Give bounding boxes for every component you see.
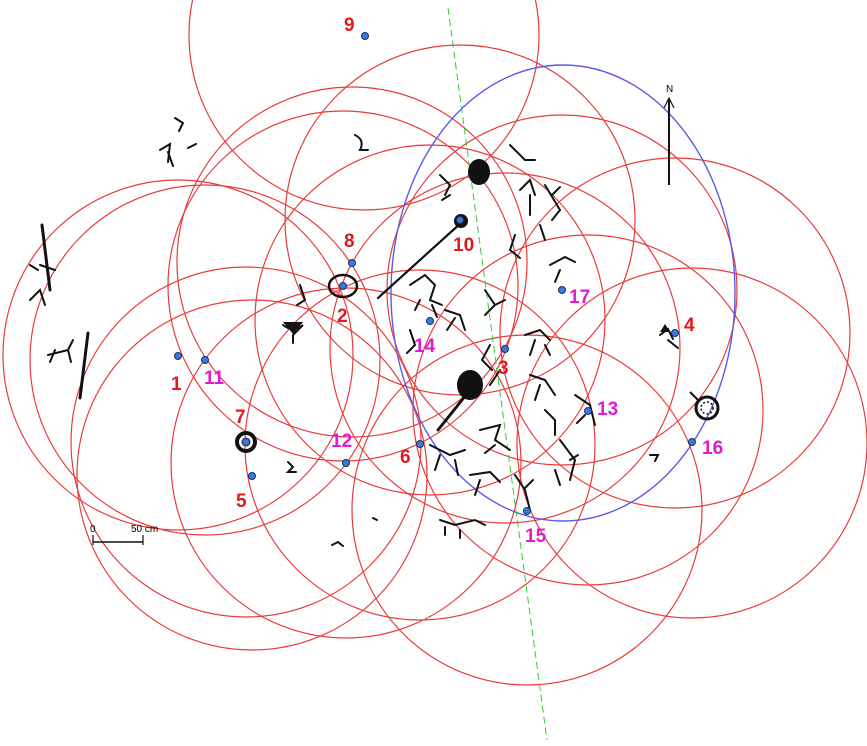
circle-station-5 xyxy=(76,299,428,651)
station-label-6: 6 xyxy=(400,447,411,468)
glyph-dot xyxy=(372,517,378,521)
station-marker-16 xyxy=(688,438,696,446)
glyph-figure-c14 xyxy=(469,470,501,496)
station-label-12: 12 xyxy=(331,431,352,452)
circle-station-1 xyxy=(2,179,354,531)
glyph-squiggle xyxy=(285,461,297,473)
station-label-4: 4 xyxy=(684,315,695,336)
circle-station-10 xyxy=(284,44,636,396)
ring-glyphs xyxy=(235,273,720,453)
glyph-figure-c20 xyxy=(406,329,417,354)
glyph-figure-c17 xyxy=(554,439,579,486)
station-label-7: 7 xyxy=(235,407,246,428)
circle-station-14 xyxy=(254,144,606,496)
glyph-figure-c13 xyxy=(429,444,466,476)
glyph-ladder-strip xyxy=(40,223,52,292)
station-marker-12 xyxy=(342,459,350,467)
glyph-figure-c3 xyxy=(439,174,452,201)
station-label-10: 10 xyxy=(453,235,474,256)
glyph-fork xyxy=(39,264,56,271)
glyph-blob-center xyxy=(457,370,483,400)
station-label-3: 3 xyxy=(498,358,509,379)
station-marker-11 xyxy=(201,356,209,364)
circle-station-9 xyxy=(188,0,540,211)
glyph-right-small xyxy=(649,454,660,462)
glyph-figure-c16 xyxy=(514,474,534,511)
station-circles xyxy=(2,0,867,686)
glyph-figure-upper xyxy=(159,117,197,167)
glyph-tick xyxy=(331,540,344,547)
glyph-figure-c15 xyxy=(439,518,486,539)
station-label-15: 15 xyxy=(525,526,547,547)
glyph-figure-c8 xyxy=(549,255,576,283)
scale-length-label: 50 cm xyxy=(131,524,158,535)
glyph-figure-c10 xyxy=(480,344,501,386)
station-marker-13 xyxy=(584,407,592,415)
station-label-11: 11 xyxy=(204,368,225,389)
station-marker-10 xyxy=(456,216,464,224)
circle-station-3 xyxy=(329,172,681,524)
glyph-figure-c9 xyxy=(524,328,551,356)
station-marker-3 xyxy=(501,345,509,353)
station-marker-2 xyxy=(339,282,347,290)
station-label-1: 1 xyxy=(171,374,182,395)
circle-station-4 xyxy=(499,157,851,509)
ring-glyph-7 xyxy=(235,431,257,453)
north-arrow-head xyxy=(663,96,675,109)
highlight-circle xyxy=(390,64,736,522)
station-marker-15 xyxy=(523,507,531,515)
ring-glyph-2 xyxy=(327,273,359,299)
glyph-arrowhead-left xyxy=(283,322,303,334)
station-marker-4 xyxy=(671,329,679,337)
station-marker-17 xyxy=(558,286,566,294)
circle-station-11 xyxy=(29,184,381,536)
circle-station-8 xyxy=(176,86,528,438)
glyph-figure-c7 xyxy=(508,234,521,259)
station-label-13: 13 xyxy=(597,399,618,420)
ring-glyph-16-inner xyxy=(700,401,714,415)
station-label-5: 5 xyxy=(236,491,247,512)
station-label-14: 14 xyxy=(414,336,436,357)
petroglyph-engravings xyxy=(29,117,679,547)
station-label-9: 9 xyxy=(344,15,355,36)
glyph-figure-c5 xyxy=(509,144,536,216)
ring-glyph-16-tail xyxy=(689,391,699,401)
station-label-2: 2 xyxy=(337,306,348,327)
station-label-17: 17 xyxy=(569,287,590,308)
ring-glyph-16 xyxy=(694,395,720,421)
circle-station-16 xyxy=(516,267,867,619)
scale-zero-label: 0 xyxy=(90,524,96,535)
glyph-figure-c2 xyxy=(444,309,466,331)
station-marker-1 xyxy=(174,352,182,360)
glyph-hook xyxy=(354,134,369,151)
scale-bar: 0 50 cm xyxy=(90,524,158,545)
glyph-blob-top xyxy=(468,159,490,185)
glyph-figure-c19 xyxy=(544,409,556,436)
glyph-figure-c4 xyxy=(484,289,506,316)
station-marker-8 xyxy=(348,259,356,267)
glyph-staff xyxy=(376,220,464,300)
glyph-figure-c6 xyxy=(539,184,562,241)
station-marker-14 xyxy=(426,317,434,325)
glyph-figure-c18 xyxy=(574,394,596,426)
station-marker-5 xyxy=(248,472,256,480)
glyph-figure-c11 xyxy=(529,374,556,401)
glyph-figure-c12 xyxy=(479,423,511,454)
glyph-ladder-strip-2 xyxy=(78,331,90,400)
station-label-8: 8 xyxy=(344,231,355,252)
station-marker-6 xyxy=(416,440,424,448)
station-label-16: 16 xyxy=(702,438,723,459)
north-arrow: N xyxy=(663,84,675,185)
north-label: N xyxy=(666,84,673,95)
station-marker-7 xyxy=(242,438,250,446)
station-marker-9 xyxy=(361,32,369,40)
circle-station-13 xyxy=(412,234,764,586)
glyph-figure-c1 xyxy=(409,273,443,318)
glyph-animal xyxy=(47,339,74,363)
glyph-figure xyxy=(29,264,46,306)
glyph-arrowhead-4 xyxy=(660,324,670,332)
